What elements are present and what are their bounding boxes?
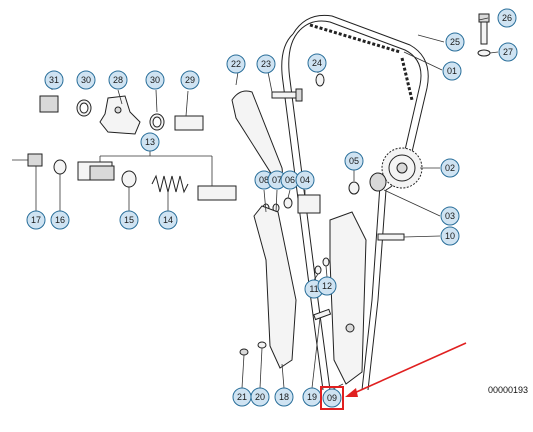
svg-text:18: 18 <box>279 392 289 402</box>
highlight-box <box>320 386 344 410</box>
washer-27 <box>477 49 491 57</box>
bolt-10 <box>377 233 405 241</box>
svg-text:28: 28 <box>113 75 123 85</box>
callout-10[interactable]: 10 <box>440 226 460 246</box>
callout-28[interactable]: 28 <box>108 70 128 90</box>
piston-13 <box>77 161 115 181</box>
washer-06 <box>283 197 293 209</box>
plug-29 <box>174 115 204 131</box>
leader-lines <box>35 17 499 390</box>
callout-14[interactable]: 14 <box>158 210 178 230</box>
housing-28 <box>99 95 141 135</box>
svg-text:12: 12 <box>322 281 332 291</box>
svg-text:08: 08 <box>259 175 269 185</box>
callout-09-highlighted[interactable]: 09 <box>320 386 344 410</box>
callout-31[interactable]: 31 <box>44 70 64 90</box>
tensioner-rail-22 <box>231 90 283 179</box>
svg-text:27: 27 <box>503 47 513 57</box>
svg-text:26: 26 <box>502 13 512 23</box>
gasket-30a <box>76 99 92 117</box>
callout-13[interactable]: 13 <box>140 132 160 152</box>
svg-text:03: 03 <box>445 211 455 221</box>
callout-17[interactable]: 17 <box>26 210 46 230</box>
svg-text:14: 14 <box>163 215 173 225</box>
bolt-23 <box>271 88 303 102</box>
callout-29[interactable]: 29 <box>180 70 200 90</box>
svg-text:11: 11 <box>309 284 318 294</box>
svg-text:10: 10 <box>445 231 455 241</box>
guide-rail-09 <box>329 211 367 385</box>
nut-21 <box>239 348 249 356</box>
bolt-26 <box>478 13 490 45</box>
callout-08[interactable]: 08 <box>254 170 274 190</box>
svg-text:16: 16 <box>55 215 65 225</box>
crankshaft-sprocket <box>381 147 423 189</box>
callout-27[interactable]: 27 <box>498 42 518 62</box>
sleeve-04 <box>297 194 321 214</box>
callout-05[interactable]: 05 <box>344 151 364 171</box>
svg-text:22: 22 <box>231 59 241 69</box>
callout-01[interactable]: 01 <box>442 61 462 81</box>
callout-15[interactable]: 15 <box>119 210 139 230</box>
callout-30[interactable]: 30 <box>76 70 96 90</box>
svg-text:29: 29 <box>185 75 195 85</box>
svg-text:09: 09 <box>327 393 337 403</box>
pin-19 <box>313 308 332 321</box>
callout-20[interactable]: 20 <box>250 387 270 407</box>
svg-text:24: 24 <box>312 58 322 68</box>
svg-text:25: 25 <box>450 37 460 47</box>
svg-text:04: 04 <box>300 175 310 185</box>
callout-18[interactable]: 18 <box>274 387 294 407</box>
svg-text:05: 05 <box>349 156 359 166</box>
svg-text:23: 23 <box>261 59 271 69</box>
callout-03[interactable]: 03 <box>440 206 460 226</box>
svg-text:13: 13 <box>145 137 155 147</box>
callout-02[interactable]: 02 <box>440 158 460 178</box>
svg-text:21: 21 <box>237 392 247 402</box>
callout-12[interactable]: 12 <box>317 276 337 296</box>
svg-text:06: 06 <box>285 175 295 185</box>
svg-text:30: 30 <box>150 75 160 85</box>
spring-14 <box>151 174 189 194</box>
bush-05 <box>348 181 360 195</box>
seal-16 <box>53 159 67 175</box>
tensioner-bolt-17 <box>12 153 43 167</box>
gasket-30b <box>149 113 165 131</box>
bush <box>369 172 387 192</box>
red-arrow <box>345 342 467 397</box>
callout-04[interactable]: 04 <box>295 170 315 190</box>
svg-text:17: 17 <box>31 215 41 225</box>
ring-15 <box>121 170 137 188</box>
svg-text:19: 19 <box>307 392 317 402</box>
svg-text:15: 15 <box>124 215 134 225</box>
callout-30[interactable]: 30 <box>145 70 165 90</box>
callout-16[interactable]: 16 <box>50 210 70 230</box>
washer-11 <box>314 265 322 275</box>
callout-25[interactable]: 25 <box>445 32 465 52</box>
svg-text:07: 07 <box>272 175 282 185</box>
callout-24[interactable]: 24 <box>307 53 327 73</box>
washer-20 <box>257 341 267 349</box>
svg-text:30: 30 <box>81 75 91 85</box>
callout-22[interactable]: 22 <box>226 54 246 74</box>
callout-26[interactable]: 26 <box>497 8 517 28</box>
guide-rail-18 <box>253 205 297 369</box>
callout-21[interactable]: 21 <box>232 387 252 407</box>
washer-12 <box>322 257 330 267</box>
plug-31 <box>39 95 59 113</box>
callout-23[interactable]: 23 <box>256 54 276 74</box>
svg-text:31: 31 <box>49 75 59 85</box>
seal-24 <box>315 73 325 87</box>
svg-text:02: 02 <box>445 163 455 173</box>
callout-19[interactable]: 19 <box>302 387 322 407</box>
svg-text:01: 01 <box>447 66 457 76</box>
svg-text:20: 20 <box>255 392 265 402</box>
reference-number: 00000193 <box>488 385 528 395</box>
plunger-13 <box>197 185 237 201</box>
